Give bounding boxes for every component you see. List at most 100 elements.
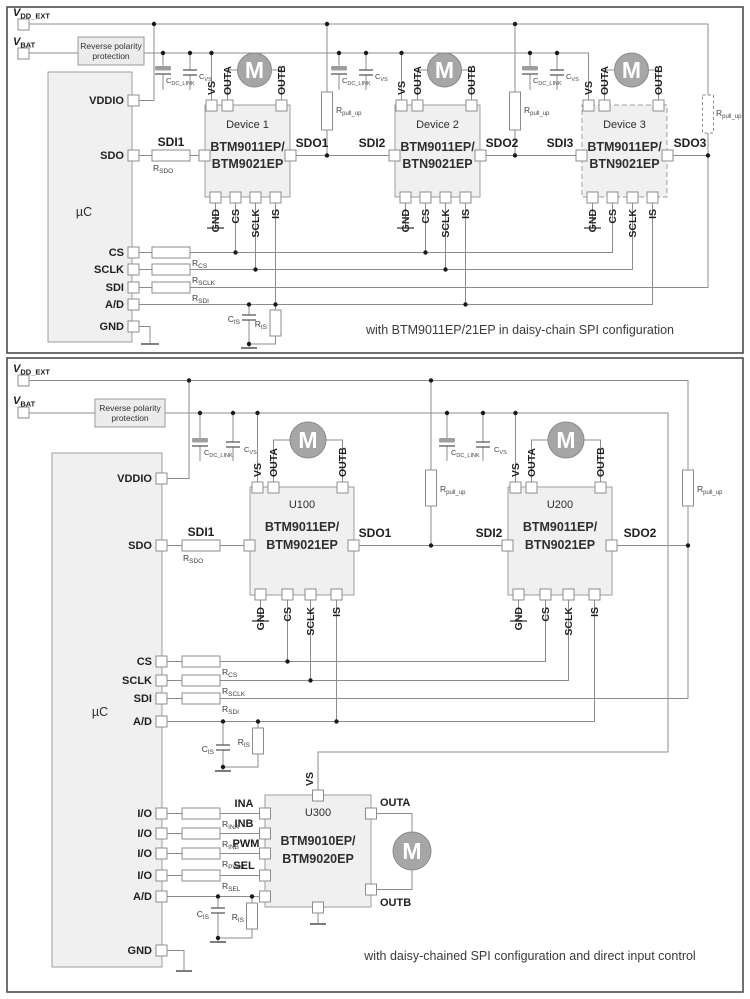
mcu-pin-sdo: SDO [100, 150, 124, 162]
u200-pin-gnd: GND [513, 607, 525, 631]
device-1-name: Device 1 [226, 119, 269, 131]
c-dc-link-1-ref: CDC_LINK [204, 448, 233, 459]
mcu-pin-gnd: GND [100, 321, 125, 333]
r-pwm-ref: RPWM [222, 859, 244, 871]
u100-part1: BTM9011EP/ [265, 520, 340, 534]
pin-squares [127, 94, 140, 333]
device-1-part2: BTM9021EP [212, 157, 284, 171]
u300-part2: BTM9020EP [282, 852, 354, 866]
r-pull-up-1-ref: Rpull_up [440, 484, 466, 496]
u200-pin-is: IS [589, 607, 601, 617]
mcu-pin-io2: I/O [137, 828, 152, 840]
u200-part1: BTM9011EP/ [523, 520, 598, 534]
reverse-polarity-line1: Reverse polarity [80, 41, 142, 51]
u100-pin-outa: OUTA [268, 448, 280, 477]
label-inb: INB [235, 818, 254, 830]
net-sdo1: SDO1 [296, 136, 329, 150]
r-ina-ref: RINA [222, 819, 240, 831]
device-1: Device 1 BTM9011EP/ BTM9021EP VS OUTA OU… [198, 52, 297, 238]
svg-text:M: M [402, 838, 421, 864]
u200-pin-outa: OUTA [526, 448, 538, 477]
device-2-block [394, 104, 481, 198]
mcu-pin-sdi: SDI [106, 282, 124, 294]
resistor-r-pull-up-1 [321, 91, 333, 131]
u100-pin-outb: OUTB [337, 447, 349, 477]
device-1-pin-outa: OUTA [222, 66, 234, 95]
u300-block [264, 794, 372, 908]
device-1-pin-is: IS [270, 209, 282, 219]
r-pull-up-2-ref: Rpull_up [697, 484, 723, 496]
resistor-r-pull-up-2 [682, 469, 694, 507]
u300-part1: BTM9010EP/ [280, 834, 356, 848]
device-2: Device 2 BTM9011EP/ BTN9021EP VS OUTA OU… [388, 52, 487, 238]
pin-squares [501, 481, 618, 601]
device-3-part1: BTM9011EP/ [587, 140, 662, 154]
series-resistors: RSDO RCS RSCLK RSDI RINA RINB RPWM RSEL [181, 539, 246, 893]
decoupling-caps: CDC_LINK CVS CDC_LINK CVS [192, 438, 507, 459]
pullup-resistors: Rpull_up Rpull_up [425, 469, 723, 507]
mcu-pin-vddio: VDDIO [117, 473, 152, 485]
device-3-pin-outb: OUTB [653, 65, 665, 95]
pullup-resistors: Rpull_up Rpull_up Rpull_up [321, 91, 742, 134]
net-sdo2: SDO2 [486, 136, 519, 150]
mcu-pin-cs: CS [137, 656, 152, 668]
device-1-block [204, 104, 291, 198]
net-sdi1: SDI1 [158, 135, 185, 149]
mcu-pin-sdo: SDO [128, 540, 152, 552]
device-1-pin-gnd: GND [210, 209, 222, 233]
r-is-ref: RIS [255, 319, 268, 331]
c-is-2-ref: CIS [197, 909, 210, 921]
label-sel: SEL [233, 860, 255, 872]
svg-text:M: M [245, 57, 264, 83]
current-sense-filter-1: CIS RIS [202, 727, 264, 756]
resistor-r-pull-up-3 [702, 94, 714, 134]
net-sdo1: SDO1 [359, 526, 392, 540]
device-2-pin-vs: VS [396, 81, 408, 95]
panel-top-wires [29, 23, 709, 348]
device-1-pin-sclk: SCLK [250, 209, 262, 238]
vdd-ext-label: VDD_EXT [13, 363, 50, 377]
net-labels: SDI1 SDO1 SDI2 SDO2 [188, 525, 657, 540]
mcu-pin-io4: I/O [137, 870, 152, 882]
r-sdo-ref: RSDO [153, 163, 173, 175]
resistor-r-sdo [151, 149, 191, 162]
c-is-1-ref: CIS [202, 744, 215, 756]
device-2-pin-sclk: SCLK [440, 209, 452, 238]
resistor-r-sclk [181, 674, 221, 687]
mcu-block-bottom: µC VDDIO SDO CS SCLK SDI A/D I/O I/O I/O… [51, 452, 168, 968]
net-sdi1: SDI1 [188, 525, 215, 539]
pin-squares [259, 789, 377, 914]
device-1-pin-vs: VS [206, 81, 218, 95]
pin-squares [155, 472, 168, 957]
r-inb-ref: RINB [222, 839, 239, 851]
mcu-pin-ad2: A/D [133, 891, 152, 903]
mcu-pin-sclk: SCLK [94, 264, 124, 276]
r-is-1-ref: RIS [238, 737, 251, 749]
panel-bottom: VDD_EXT VBAT Reverse polarity protection… [6, 357, 744, 993]
device-3: Device 3 BTM9011EP/ BTN9021EP VS OUTA OU… [575, 52, 674, 238]
device-1-pin-outb: OUTB [276, 65, 288, 95]
u100-pin-sclk: SCLK [305, 607, 317, 636]
mcu-pin-ad1: A/D [133, 716, 152, 728]
net-sdi2: SDI2 [359, 136, 386, 150]
mcu-pin-gnd: GND [128, 945, 153, 957]
device-u300: U300 BTM9010EP/ BTM9020EP VS OUTA OUTB M [259, 772, 432, 914]
decoupling-caps: CDC_LINK CVS CDC_LINK CVS CDC_LINK CVS [155, 66, 579, 87]
mcu-label: µC [92, 705, 108, 719]
u200-pin-sclk: SCLK [563, 607, 575, 636]
r-sdi-ref: RSDI [192, 293, 209, 305]
motor-icon: M [237, 52, 272, 88]
mcu-pin-io1: I/O [137, 808, 152, 820]
r-pull-up-2-ref: Rpull_up [524, 105, 550, 117]
mcu-pin-ad: A/D [105, 299, 124, 311]
r-sel-ref: RSEL [222, 881, 241, 893]
u200-pin-outb: OUTB [595, 447, 607, 477]
device-2-part2: BTN9021EP [402, 157, 472, 171]
net-sdo3: SDO3 [674, 136, 707, 150]
device-2-pin-gnd: GND [400, 209, 412, 233]
device-2-pin-cs: CS [420, 209, 432, 224]
u200-name: U200 [547, 499, 573, 511]
r-is-2-ref: RIS [232, 912, 245, 924]
device-u100: U100 BTM9011EP/ BTM9021EP VS OUTA OUTB G… [243, 421, 360, 636]
